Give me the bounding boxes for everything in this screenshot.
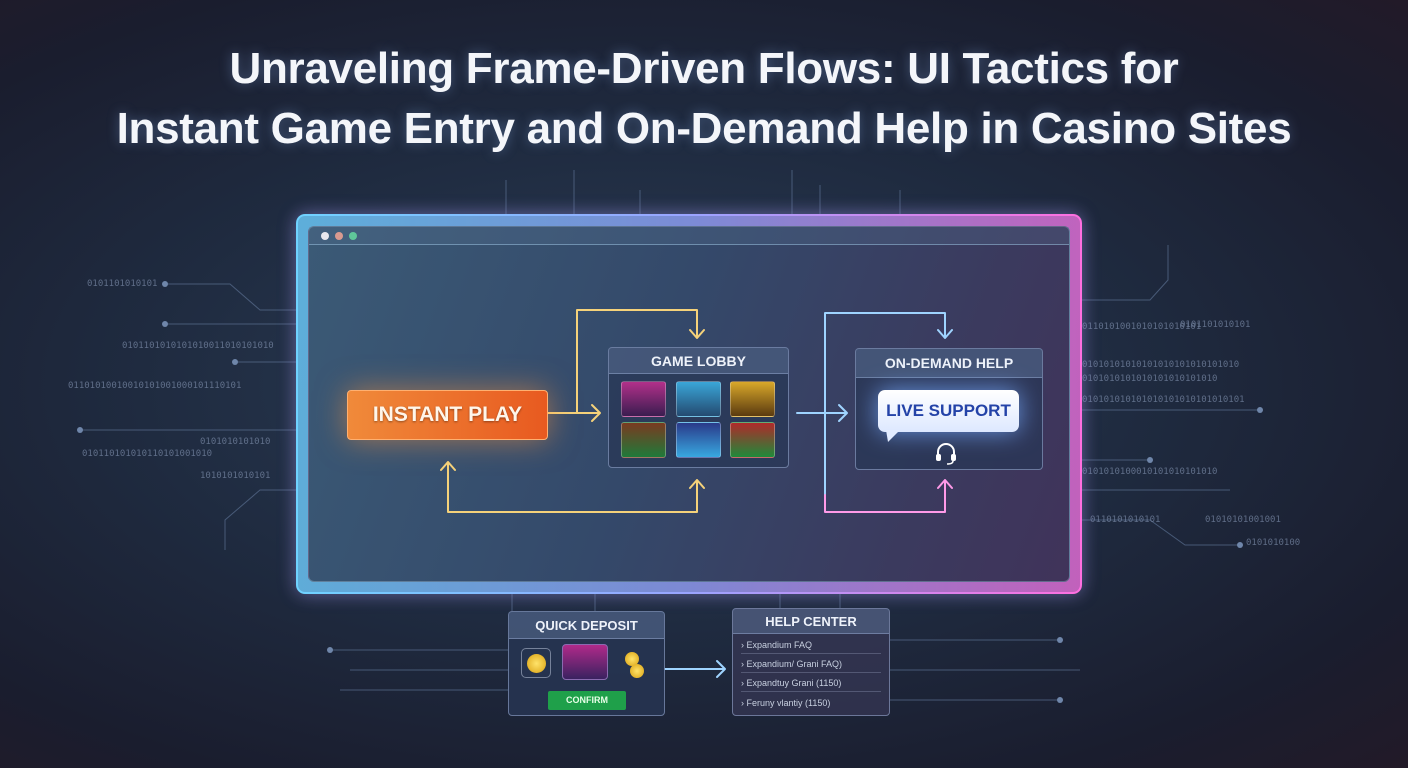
on-demand-help-title: ON-DEMAND HELP	[856, 349, 1042, 378]
game-lobby-panel: GAME LOBBY	[608, 347, 789, 468]
title-line-1: Unraveling Frame-Driven Flows: UI Tactic…	[229, 44, 1179, 93]
binary-text: 0101010100010101010101010	[1082, 467, 1218, 477]
binary-text: 0101010101010101010101010	[1082, 374, 1218, 384]
yellow-arrows	[440, 309, 705, 513]
poker-table-tile[interactable]	[676, 422, 721, 458]
instant-play-button[interactable]: INSTANT PLAY	[347, 390, 548, 440]
binary-text: 0101101010101	[87, 279, 158, 289]
coin-frame	[521, 648, 551, 678]
faq-item[interactable]: › Feruny vlantiy (1150)	[741, 698, 831, 708]
coin-icon	[527, 654, 546, 673]
confirm-button[interactable]: CONFIRM	[548, 691, 626, 710]
quick-deposit-title: QUICK DEPOSIT	[509, 612, 664, 639]
faq-item-label: Expandtuy Grani (1150)	[746, 678, 842, 688]
roulette-table-tile[interactable]	[621, 422, 666, 458]
coins-icon	[630, 664, 644, 678]
help-center-title: HELP CENTER	[733, 609, 889, 634]
slot-machine-tile[interactable]	[730, 381, 775, 417]
faq-item-label: Expandium/ Grani FAQ)	[746, 659, 843, 669]
window-titlebar	[309, 227, 1069, 245]
coins-icon	[625, 652, 639, 666]
slot-machine-tile[interactable]	[676, 381, 721, 417]
window-dot-icon[interactable]	[335, 232, 343, 240]
window-dot-icon[interactable]	[321, 232, 329, 240]
help-center-panel: HELP CENTER › Expandium FAQ › Expandium/…	[732, 608, 890, 716]
game-lobby-title: GAME LOBBY	[609, 348, 788, 374]
binary-text: 01101010010010101001000101110101	[68, 381, 242, 391]
title-line-2: Instant Game Entry and On-Demand Help in…	[116, 104, 1292, 153]
binary-text: 0101101010101010011010101010	[122, 341, 274, 351]
binary-text: 0101010100	[1246, 538, 1301, 548]
binary-text: 1010101010101	[200, 471, 271, 481]
binary-text: 010110101010110101001010	[82, 449, 213, 459]
slot-machine-icon	[562, 644, 608, 680]
speech-bubble-tail-icon	[886, 430, 900, 442]
headset-icon	[936, 443, 956, 465]
binary-text: 0110101010101	[1090, 515, 1161, 525]
faq-item-label: Feruny vlantiy (1150)	[746, 698, 831, 708]
binary-text: 01010101001001	[1205, 515, 1281, 525]
binary-text: 010101010101010101010101010101	[1082, 395, 1245, 405]
quick-deposit-panel: QUICK DEPOSIT CONFIRM	[508, 611, 665, 716]
live-support-button[interactable]: LIVE SUPPORT	[878, 390, 1019, 432]
binary-text: 0101101010101	[1180, 320, 1251, 330]
window-dot-icon[interactable]	[349, 232, 357, 240]
slot-machine-tile[interactable]	[621, 381, 666, 417]
faq-item[interactable]: › Expandtuy Grani (1150)	[741, 678, 881, 692]
on-demand-help-panel: ON-DEMAND HELP	[855, 348, 1043, 470]
binary-text: 01010101010101010101010101010	[1082, 360, 1240, 370]
binary-text: 0110101001010101010101	[1082, 322, 1202, 332]
faq-item[interactable]: › Expandium FAQ	[741, 640, 881, 654]
blackjack-table-tile[interactable]	[730, 422, 775, 458]
faq-item-label: Expandium FAQ	[746, 640, 813, 650]
faq-item[interactable]: › Expandium/ Grani FAQ)	[741, 659, 881, 673]
binary-text: 0101010101010	[200, 437, 271, 447]
